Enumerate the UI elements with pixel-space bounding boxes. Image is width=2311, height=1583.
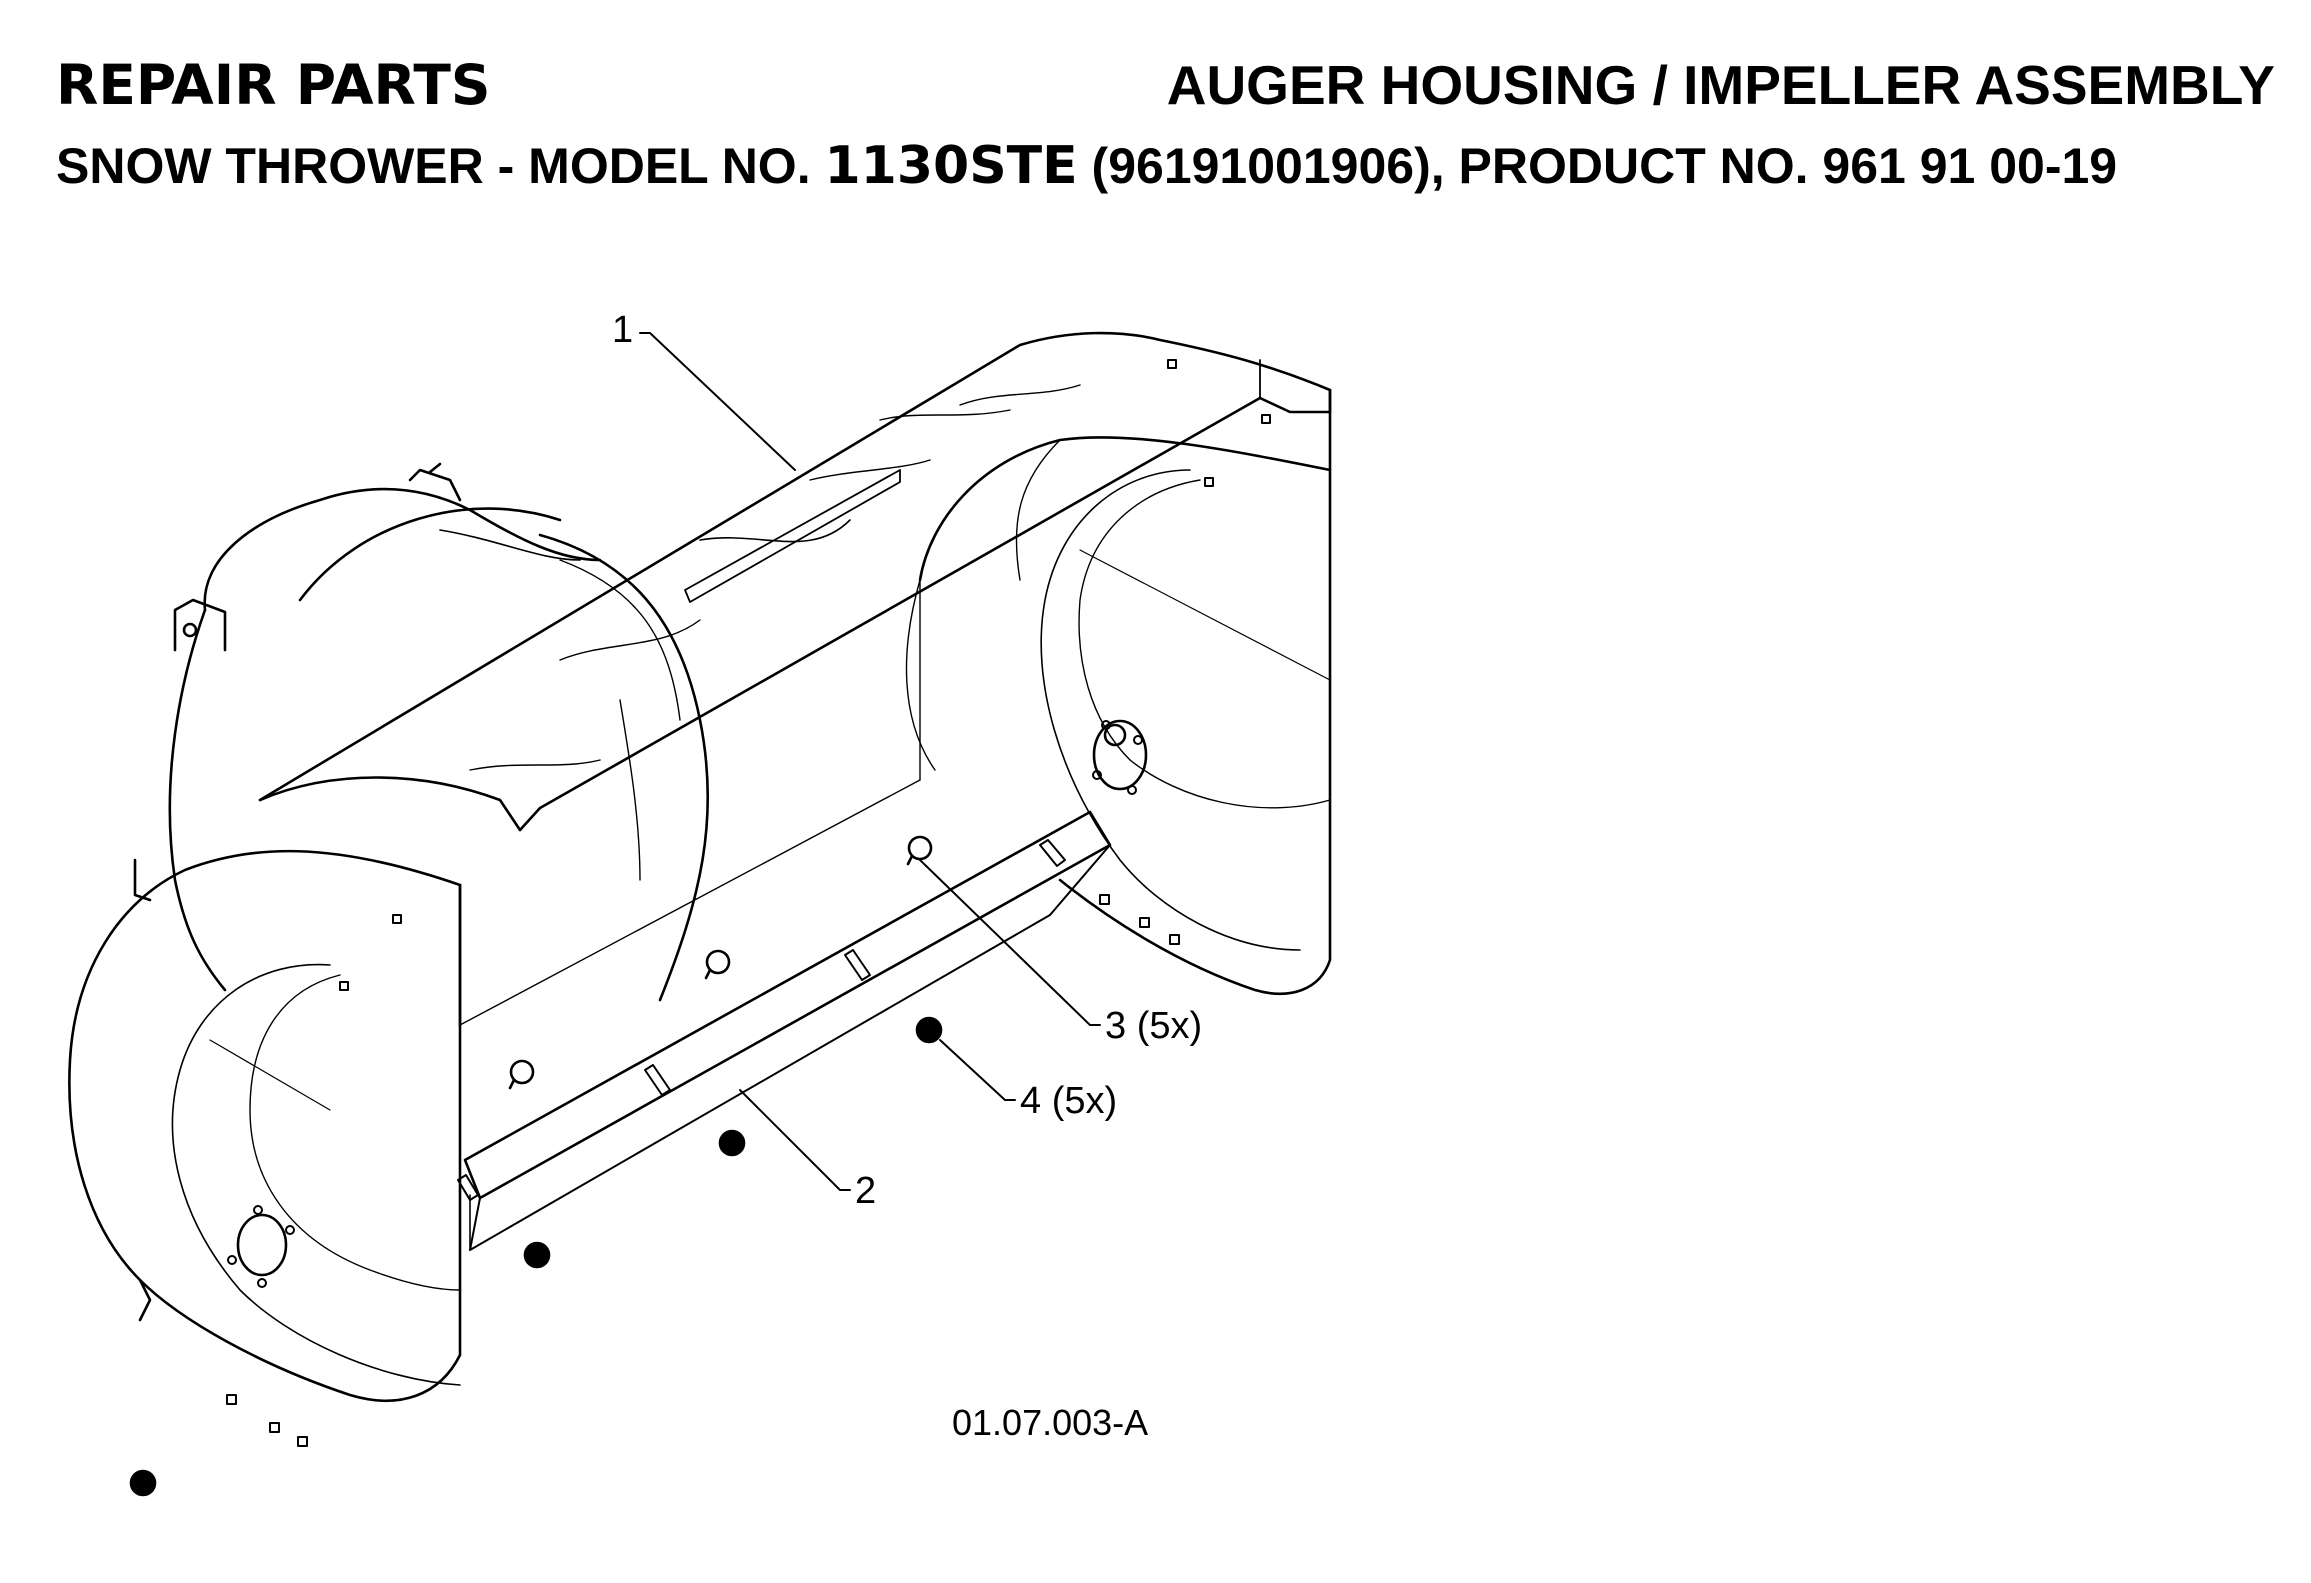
callout-2: 2 — [855, 1170, 876, 1212]
model-subtitle: SNOW THROWER - MODEL NO. 1130STE (961910… — [56, 140, 2117, 192]
callout-4: 4 (5x) — [1020, 1080, 1117, 1122]
callout-leaders — [639, 332, 1101, 1191]
callout-1: 1 — [612, 309, 633, 351]
auger-housing-top — [258, 331, 1332, 832]
callout-3: 3 (5x) — [1105, 1005, 1202, 1047]
carriage-bolts — [508, 835, 933, 1090]
right-side-plate — [905, 359, 1332, 995]
drawing-number: 01.07.003-A — [952, 1402, 1148, 1443]
hex-nuts — [129, 1016, 943, 1497]
left-side-plate — [68, 849, 462, 1447]
impeller-housing — [133, 462, 710, 1002]
model-number: 1130STE — [824, 136, 1078, 196]
page-title: REPAIR PARTS — [56, 53, 491, 117]
subtitle-suffix: (96191001906), PRODUCT NO. 961 91 00-19 — [1077, 138, 2118, 194]
subtitle-prefix: SNOW THROWER - MODEL NO. — [56, 138, 825, 194]
scraper-bar — [457, 810, 1112, 1251]
auger-housing-back-wall — [458, 579, 921, 1027]
assembly-title: AUGER HOUSING / IMPELLER ASSEMBLY — [1166, 54, 2275, 116]
